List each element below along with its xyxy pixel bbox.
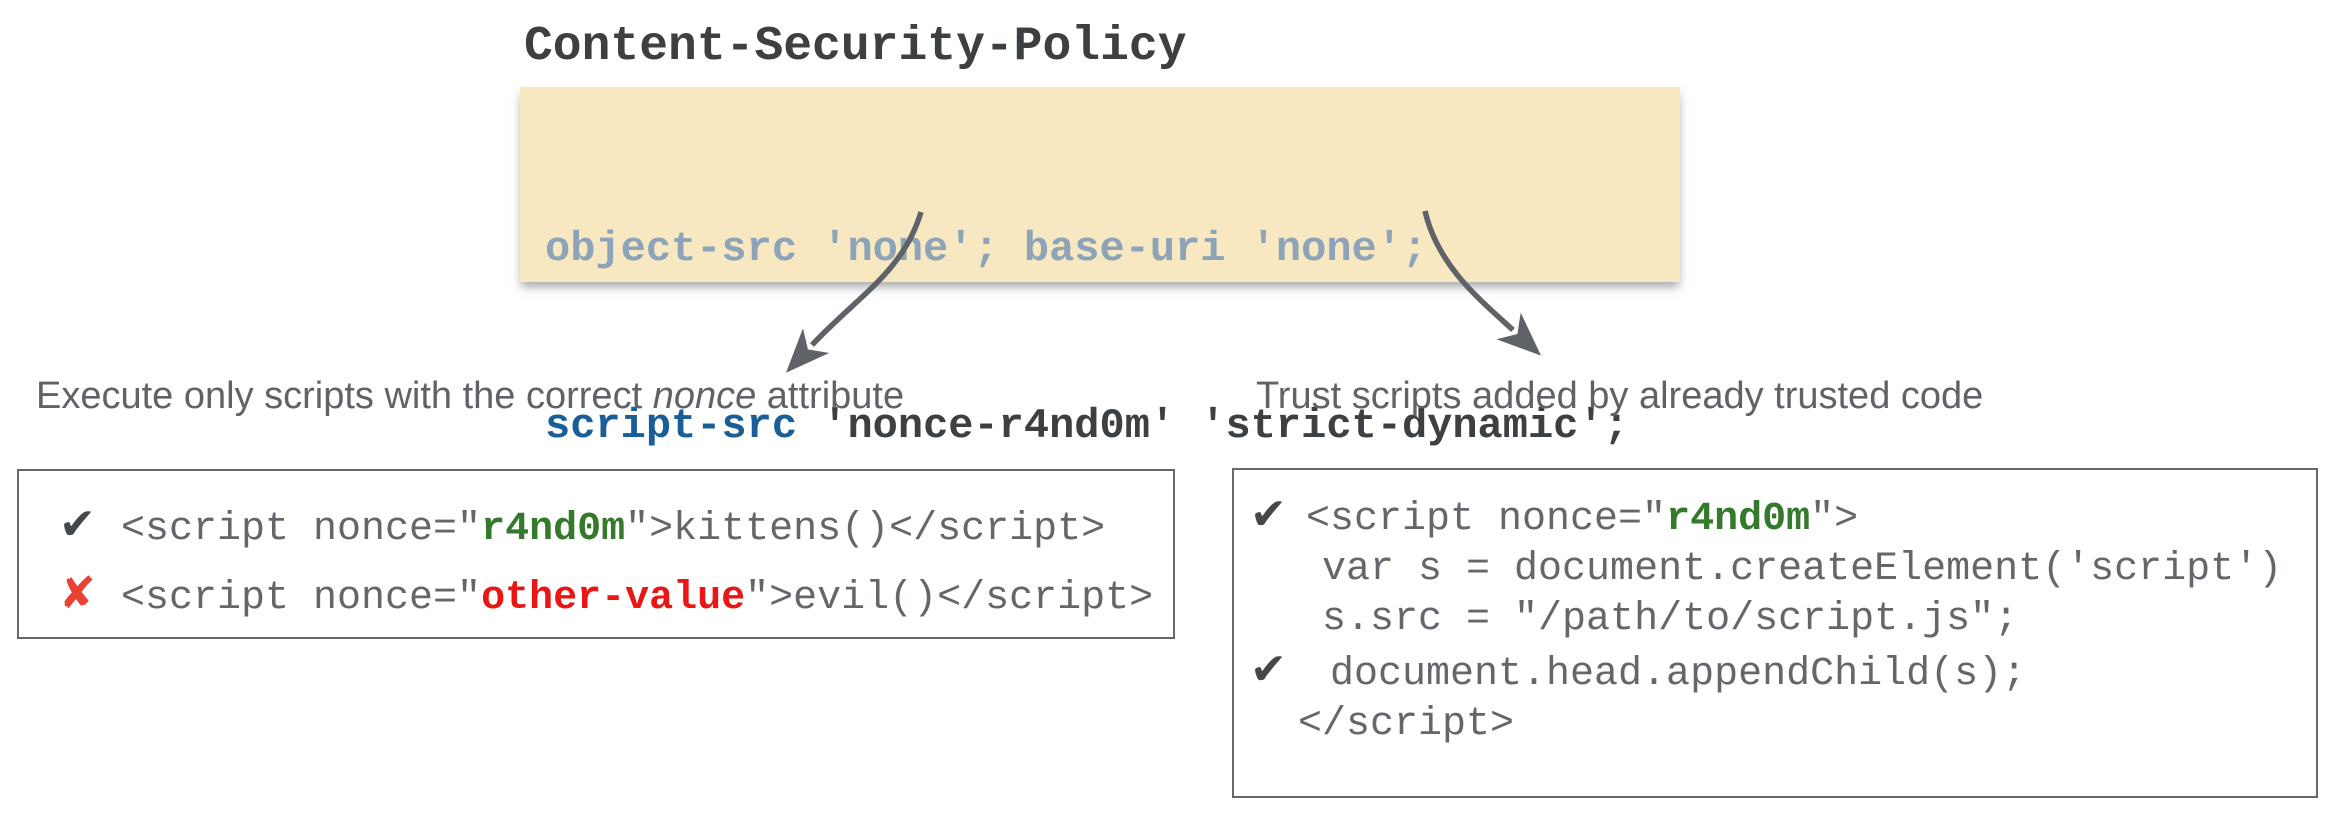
nonce-caption-emphasis: nonce	[652, 375, 757, 417]
policy-line-object-src: object-src 'none'; base-uri 'none';	[545, 225, 1428, 273]
nonce-caption-pre: Execute only scripts with the correct	[36, 375, 653, 417]
nonce-caption: Execute only scripts with the correct no…	[36, 373, 904, 419]
dynamic-code-pre: <script nonce="	[1306, 497, 1667, 542]
dynamic-row-src-assign: s.src = "/path/to/script.js";	[1250, 597, 2019, 642]
allowed-nonce-value: r4nd0m	[481, 507, 626, 552]
append-child-code: document.head.appendChild(s);	[1306, 652, 2027, 697]
policy-line-script-src: script-src 'nonce-r4nd0m' 'strict-dynami…	[545, 397, 1680, 456]
trusted-code-caption: Trust scripts added by already trusted c…	[1256, 375, 1984, 417]
check-icon: ✔	[1250, 644, 1287, 695]
blocked-code-post: ">evil()</script>	[745, 576, 1154, 621]
dynamic-nonce-value: r4nd0m	[1666, 497, 1811, 542]
cross-icon: ✘	[59, 568, 96, 619]
page-title: Content-Security-Policy	[524, 20, 1187, 74]
check-icon: ✔	[59, 499, 96, 550]
dynamic-row-create-element: var s = document.createElement('script')	[1250, 547, 2283, 592]
blocked-nonce-value: other-value	[481, 576, 746, 621]
nonce-example-box: ✔<script nonce="r4nd0m">kittens()</scrip…	[17, 469, 1175, 639]
check-icon: ✔	[1250, 489, 1287, 540]
dynamic-row-script-close: </script>	[1250, 702, 1515, 747]
dynamic-code-post: ">	[1810, 497, 1859, 542]
nonce-caption-post: attribute	[756, 375, 905, 417]
csp-policy-code-box: object-src 'none'; base-uri 'none'; scri…	[520, 87, 1680, 450]
allowed-code-post: ">kittens()</script>	[625, 507, 1106, 552]
dynamic-row-append-child: ✔ document.head.appendChild(s);	[1250, 645, 2316, 700]
dynamic-row-script-open: ✔ <script nonce="r4nd0m">	[1250, 490, 2316, 545]
script-src-values: 'nonce-r4nd0m' 'strict-dynamic';	[797, 402, 1629, 450]
allowed-script-row: ✔ <script nonce="r4nd0m">kittens()</scrip…	[59, 493, 1173, 562]
allowed-code-pre: <script nonce="	[121, 507, 482, 552]
blocked-script-row: ✘ <script nonce="other-value">evil()</scr…	[59, 562, 1173, 631]
dynamic-example-box: ✔ <script nonce="r4nd0m"> var s = documen…	[1232, 468, 2318, 798]
script-src-directive: script-src	[545, 402, 798, 450]
blocked-code-pre: <script nonce="	[121, 576, 482, 621]
